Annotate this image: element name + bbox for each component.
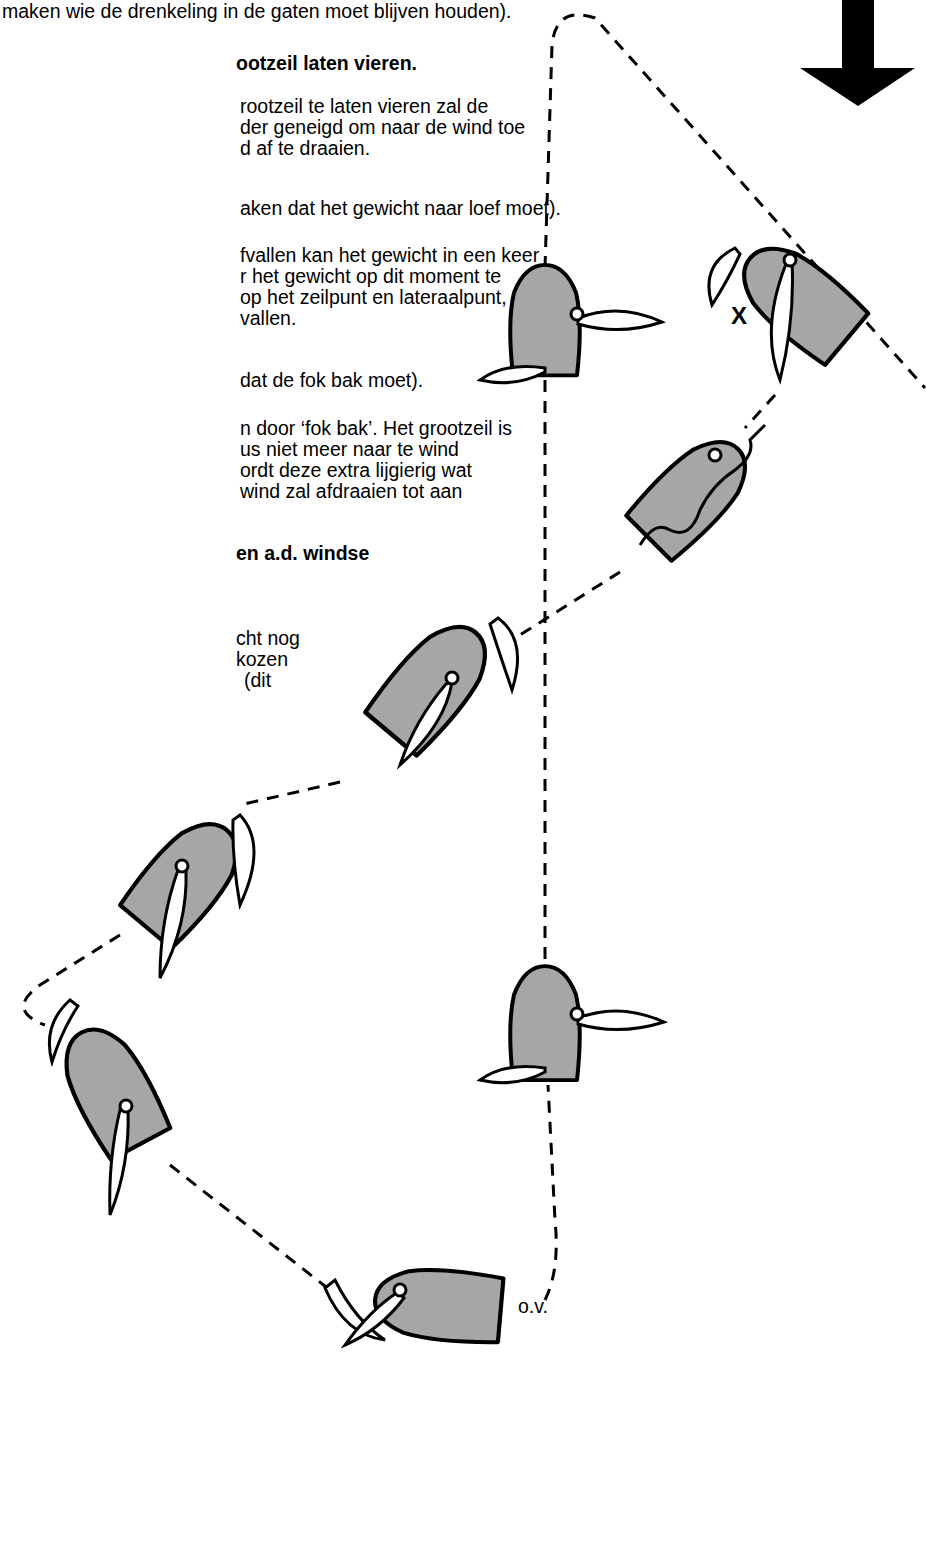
body-text: maken wie de drenkeling in de gaten moet… — [2, 0, 512, 22]
body-text: d af te draaien. — [240, 137, 370, 159]
body-text: cht nog — [236, 627, 300, 649]
heading-text: ootzeil laten vieren. — [236, 52, 417, 74]
body-text: (dit — [244, 669, 271, 691]
body-text: op het zeilpunt en lateraalpunt, — [240, 286, 507, 308]
body-text: wind zal afdraaien tot aan — [240, 480, 462, 502]
heading-text: en a.d. windse — [236, 542, 369, 564]
body-text: ordt deze extra lijgierig wat — [240, 459, 472, 481]
body-text: dat de fok bak moet). — [240, 369, 423, 391]
body-text: us niet meer naar te wind — [240, 438, 459, 460]
position-marker: X — [731, 305, 747, 327]
body-text: der geneigd om naar de wind toe — [240, 116, 525, 138]
body-text: fvallen kan het gewicht in een keer — [240, 244, 539, 266]
body-text: aken dat het gewicht naar loef moet). — [240, 197, 561, 219]
body-text: vallen. — [240, 307, 296, 329]
body-text: n door ‘fok bak’. Het grootzeil is — [240, 417, 512, 439]
body-text: kozen — [236, 648, 288, 670]
body-text: o.v. — [518, 1295, 548, 1317]
body-text: r het gewicht op dit moment te — [240, 265, 501, 287]
body-text: rootzeil te laten vieren zal de — [240, 95, 488, 117]
